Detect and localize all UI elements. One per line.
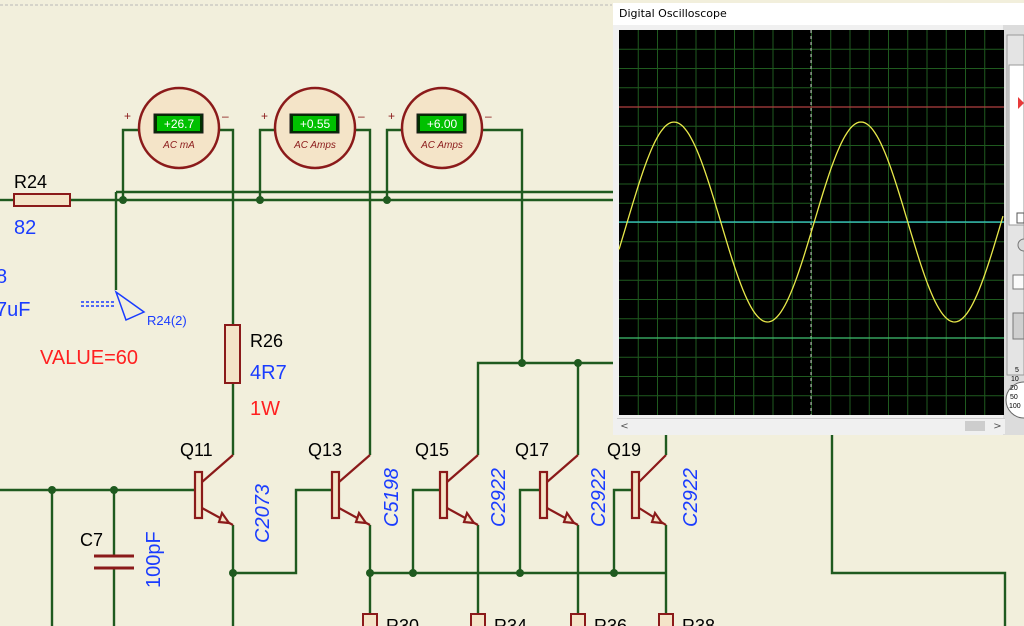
q17-label: Q17	[515, 440, 549, 460]
meter-ac-amps-1[interactable]	[273, 86, 357, 170]
junction-dots	[48, 196, 618, 577]
transistor-leads	[664, 435, 668, 455]
meter-3-plus: +	[388, 109, 395, 123]
r24-value: 82	[14, 217, 36, 239]
q19-label: Q19	[607, 440, 641, 460]
meter-1-minus: –	[222, 109, 229, 123]
q17-part: C2922	[588, 468, 610, 527]
transistor-q11[interactable]	[189, 466, 239, 528]
svg-text:20: 20	[1010, 385, 1018, 392]
bottom-resistors	[362, 613, 674, 626]
svg-text:10: 10	[1011, 376, 1019, 383]
q15-part: C2922	[488, 468, 510, 527]
r36-label: R36	[594, 616, 627, 626]
r24-label: R24	[14, 172, 47, 192]
r26-power: 1W	[250, 398, 280, 420]
trace-channel-yellow	[618, 121, 1004, 323]
svg-text:50: 50	[1010, 394, 1018, 401]
meter-ac-amps-2[interactable]	[400, 86, 484, 170]
q11-label: Q11	[180, 440, 213, 460]
probe-label: R24(2)	[147, 313, 187, 328]
c8-value-partial: 7uF	[0, 299, 30, 321]
meter-3-unit: AC Amps	[420, 140, 463, 151]
meter-2-unit: AC Amps	[293, 140, 336, 151]
meter-3-value: +6.00	[427, 117, 458, 131]
c7-label: C7	[80, 530, 103, 550]
window-title: Digital Oscilloscope	[619, 7, 727, 20]
q13-label: Q13	[308, 440, 342, 460]
meter-2-plus: +	[261, 109, 268, 123]
transistor-q13[interactable]	[326, 466, 376, 528]
oscilloscope-title-bar[interactable]: Digital Oscilloscope	[613, 3, 1024, 25]
q11-part: C2073	[252, 484, 274, 543]
voltage-probe-r24-2[interactable]	[81, 289, 146, 322]
transistor-symbols	[193, 454, 667, 526]
capacitor-c7[interactable]	[94, 554, 134, 570]
r26-label: R26	[250, 331, 283, 351]
r34-label: R34	[494, 616, 527, 626]
meter-1-unit: AC mA	[162, 140, 195, 151]
transistor-q19[interactable]	[626, 466, 672, 528]
transistor-q17[interactable]	[534, 466, 584, 528]
scroll-left-icon[interactable]: <	[620, 421, 629, 432]
scroll-right-icon[interactable]: >	[993, 421, 1002, 432]
svg-text:100: 100	[1009, 403, 1021, 410]
meter-3-minus: –	[485, 109, 492, 123]
q13-part: C5198	[381, 468, 403, 527]
meter-2-value: +0.55	[300, 117, 331, 131]
r38-label: R38	[682, 616, 715, 626]
meter-2-minus: –	[358, 109, 365, 123]
scope-scale-labels: 5 10 20 50 100	[1009, 367, 1021, 410]
c8-label-partial: 8	[0, 266, 7, 288]
q19-part: C2922	[680, 468, 702, 527]
r26-value: 4R7	[250, 362, 287, 384]
scope-side-controls[interactable]: 5 10 20 50 100	[1003, 25, 1024, 435]
red-marker-icon	[1018, 97, 1024, 109]
value-label: VALUE=60	[40, 347, 138, 369]
oscilloscope-screen[interactable]	[618, 30, 1004, 415]
scope-horizontal-scrollbar[interactable]: < >	[617, 418, 1005, 434]
scrollbar-thumb[interactable]	[965, 421, 985, 431]
resistor-r24[interactable]	[13, 193, 71, 207]
transistor-q15[interactable]	[434, 466, 484, 528]
svg-text:5: 5	[1015, 367, 1019, 374]
meter-1-plus: +	[124, 109, 131, 123]
q15-label: Q15	[415, 440, 449, 460]
resistor-r26[interactable]	[224, 324, 241, 384]
r30-label: R30	[386, 616, 419, 626]
c7-value: 100pF	[143, 531, 165, 588]
meter-1-value: +26.7	[164, 117, 195, 131]
meter-texts: +26.7 AC mA +0.55 AC Amps +6.00 AC Amps …	[124, 109, 492, 151]
meter-ac-ma[interactable]	[137, 86, 221, 170]
